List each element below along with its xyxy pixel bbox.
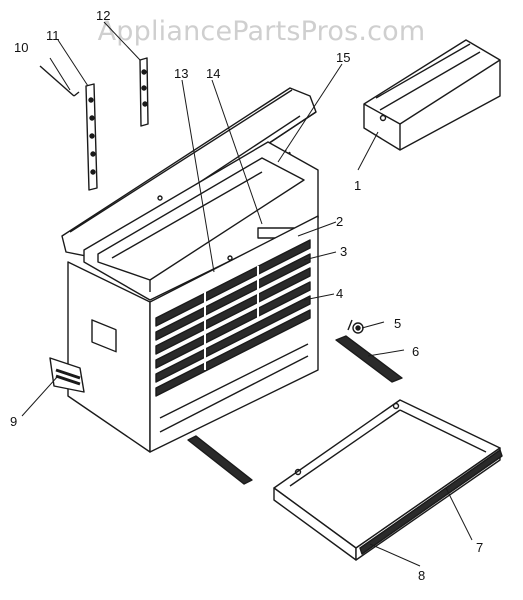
loose-drawer-slide xyxy=(187,435,253,485)
chest-drawers xyxy=(155,239,311,397)
callout-4: 4 xyxy=(336,286,343,301)
callout-1: 1 xyxy=(354,178,361,193)
callout-12: 12 xyxy=(96,8,110,23)
callout-5: 5 xyxy=(394,316,401,331)
callout-labels: 1 2 3 4 5 6 7 8 9 10 11 12 13 14 15 xyxy=(10,8,483,583)
part-1-tote-tray xyxy=(363,39,501,151)
callout-11: 11 xyxy=(46,28,60,43)
part-6-drawer-slide xyxy=(335,335,403,383)
callout-6: 6 xyxy=(412,344,419,359)
callout-14: 14 xyxy=(206,66,220,81)
callout-7: 7 xyxy=(476,540,483,555)
callout-9: 9 xyxy=(10,414,17,429)
leader-lines xyxy=(21,21,473,567)
callout-3: 3 xyxy=(340,244,347,259)
part-11-hinge-strip xyxy=(85,83,98,191)
callout-2: 2 xyxy=(336,214,343,229)
part-10-rod xyxy=(39,65,80,97)
callout-13: 13 xyxy=(174,66,188,81)
part-5-lock xyxy=(347,319,364,334)
callout-10: 10 xyxy=(14,40,28,55)
callout-8: 8 xyxy=(418,568,425,583)
part-12-lid-strip xyxy=(139,57,149,127)
callout-15: 15 xyxy=(336,50,350,65)
part-9-side-handle xyxy=(49,357,85,393)
watermark: AppliancePartsPros.com xyxy=(97,16,426,47)
part-8-drawer-liner xyxy=(359,449,503,555)
